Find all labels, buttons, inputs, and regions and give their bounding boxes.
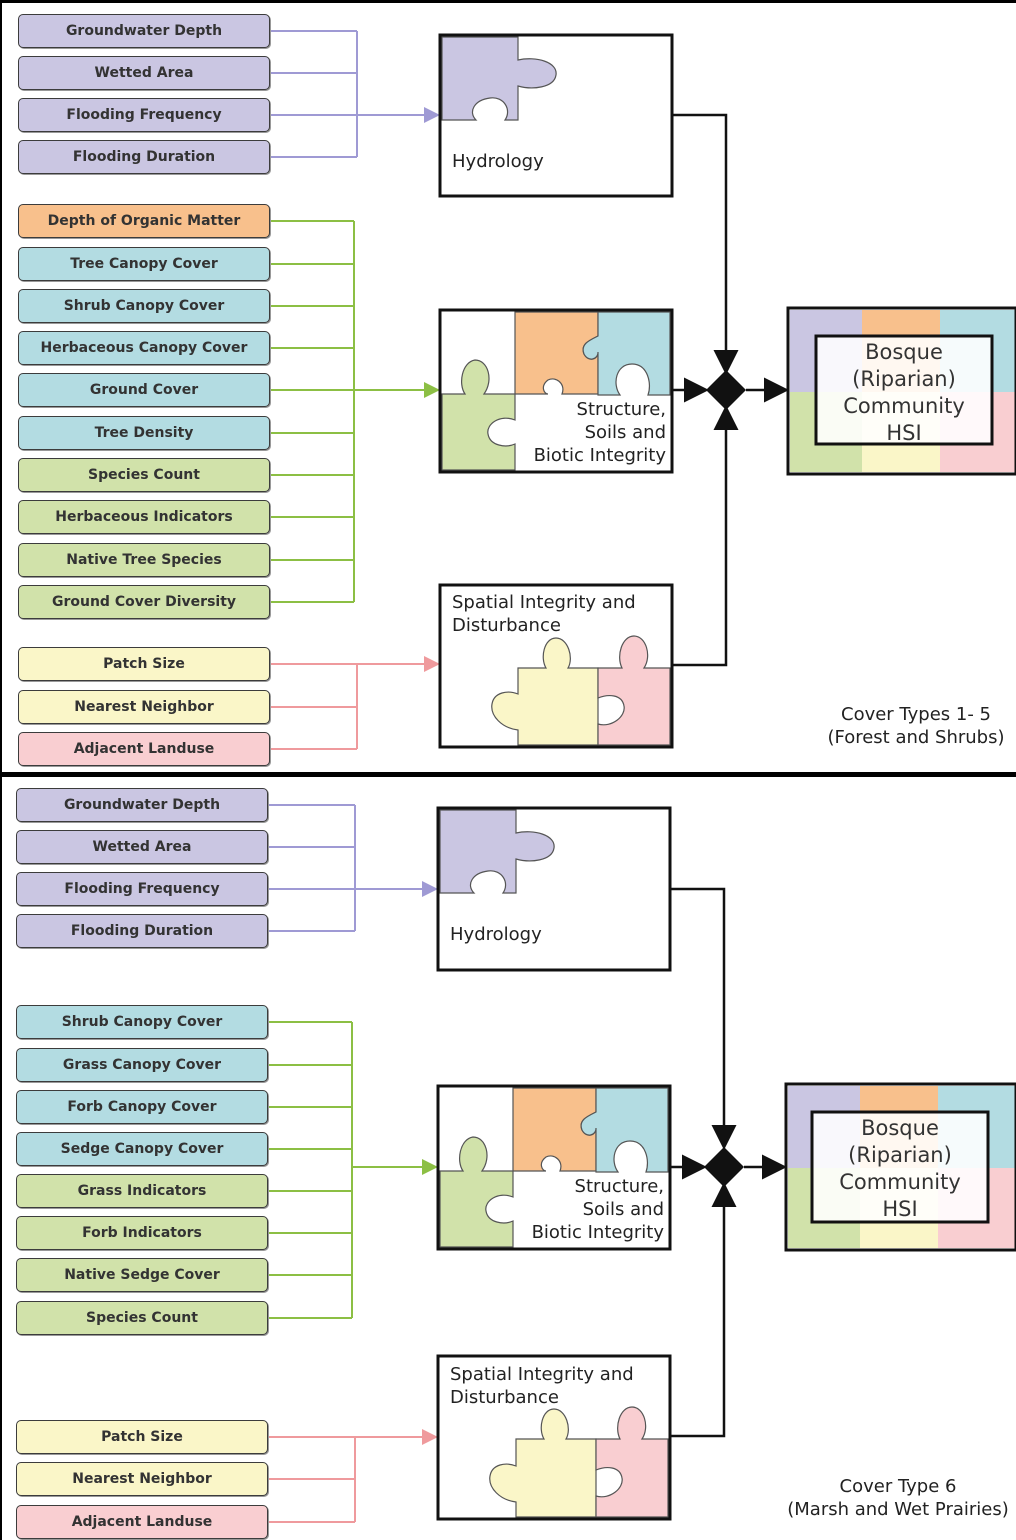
spatial-label: Spatial Integrity and Disturbance [450, 1363, 634, 1409]
indicator-patch-size: Patch Size [16, 1420, 268, 1454]
caption-line: (Forest and Shrubs) [827, 727, 1005, 748]
structure-label-line: Biotic Integrity [533, 445, 666, 466]
indicator-ground-cover: Ground Cover [18, 373, 270, 407]
indicator-nearest-neighbor: Nearest Neighbor [18, 690, 270, 724]
combination-node [704, 1147, 744, 1187]
diagram-marsh-wet-prairies: Groundwater Depth Wetted Area Flooding F… [0, 775, 1016, 1540]
connector-lines [268, 804, 1016, 1523]
structure-label-line: Soils and [584, 422, 666, 443]
indicator-tree-density: Tree Density [18, 416, 270, 450]
hsi-box [786, 306, 1016, 476]
structure-label: Structure, Soils and Biotic Integrity [520, 398, 666, 467]
spatial-label-line: Spatial Integrity and [452, 592, 636, 613]
indicator-species-count: Species Count [18, 458, 270, 492]
hsi-label-line: HSI [882, 1197, 918, 1221]
hydrology-box [438, 33, 674, 198]
spatial-box [436, 1354, 672, 1521]
spatial-box [438, 583, 674, 749]
hydrology-label: Hydrology [452, 151, 544, 172]
structure-label: Structure, Soils and Biotic Integrity [518, 1175, 664, 1244]
hsi-box [784, 1082, 1016, 1252]
structure-box [436, 1084, 672, 1251]
hsi-label-line: HSI [886, 421, 922, 445]
indicator-species-count: Species Count [16, 1301, 268, 1335]
spatial-label-line: Spatial Integrity and [450, 1364, 634, 1385]
hsi-label-line: (Riparian) [848, 1143, 952, 1167]
hsi-label: Bosque (Riparian) Community HSI [812, 1115, 988, 1223]
hsi-label-line: Community [843, 394, 965, 418]
indicator-adjacent-landuse: Adjacent Landuse [18, 732, 270, 766]
structure-label-line: Structure, [574, 1176, 664, 1197]
indicator-flooding-duration: Flooding Duration [16, 914, 268, 948]
indicator-sedge-canopy-cover: Sedge Canopy Cover [16, 1132, 268, 1166]
indicator-shrub-canopy-cover: Shrub Canopy Cover [18, 289, 270, 323]
indicator-wetted-area: Wetted Area [16, 830, 268, 864]
hsi-label: Bosque (Riparian) Community HSI [816, 339, 992, 447]
indicator-groundwater-depth: Groundwater Depth [18, 14, 270, 48]
connector-lines [270, 30, 1016, 750]
indicator-grass-indicators: Grass Indicators [16, 1174, 268, 1208]
indicator-adjacent-landuse: Adjacent Landuse [16, 1505, 268, 1539]
hsi-label-line: Bosque [865, 340, 943, 364]
spatial-label-line: Disturbance [452, 615, 561, 636]
cover-type-caption: Cover Type 6 (Marsh and Wet Prairies) [782, 1475, 1014, 1521]
cover-type-caption: Cover Types 1- 5 (Forest and Shrubs) [818, 703, 1014, 749]
hsi-label-line: Bosque [861, 1116, 939, 1140]
structure-box [438, 308, 674, 474]
hydrology-box [436, 806, 672, 972]
indicator-native-tree-species: Native Tree Species [18, 543, 270, 577]
hsi-label-line: Community [839, 1170, 961, 1194]
indicator-flooding-duration: Flooding Duration [18, 140, 270, 174]
spatial-label-line: Disturbance [450, 1387, 559, 1408]
indicator-depth-of-organic-matter: Depth of Organic Matter [18, 204, 270, 238]
hydrology-label: Hydrology [450, 924, 542, 945]
diagram-forest-shrubs: Groundwater Depth Wetted Area Flooding F… [0, 0, 1016, 775]
indicator-grass-canopy-cover: Grass Canopy Cover [16, 1048, 268, 1082]
indicator-herbaceous-indicators: Herbaceous Indicators [18, 500, 270, 534]
indicator-ground-cover-diversity: Ground Cover Diversity [18, 585, 270, 619]
structure-label-line: Structure, [576, 399, 666, 420]
indicator-wetted-area: Wetted Area [18, 56, 270, 90]
spatial-label: Spatial Integrity and Disturbance [452, 591, 636, 637]
combination-node [706, 370, 746, 410]
indicator-flooding-frequency: Flooding Frequency [16, 872, 268, 906]
caption-line: (Marsh and Wet Prairies) [787, 1499, 1009, 1520]
indicator-forb-canopy-cover: Forb Canopy Cover [16, 1090, 268, 1124]
hsi-label-line: (Riparian) [852, 367, 956, 391]
indicator-tree-canopy-cover: Tree Canopy Cover [18, 247, 270, 281]
caption-line: Cover Types 1- 5 [841, 704, 991, 725]
indicator-patch-size: Patch Size [18, 647, 270, 681]
indicator-forb-indicators: Forb Indicators [16, 1216, 268, 1250]
panel-frame [0, 775, 1016, 1540]
indicator-herbaceous-canopy-cover: Herbaceous Canopy Cover [18, 331, 270, 365]
indicator-groundwater-depth: Groundwater Depth [16, 788, 268, 822]
panel-frame [0, 0, 1016, 775]
structure-label-line: Biotic Integrity [531, 1222, 664, 1243]
indicator-nearest-neighbor: Nearest Neighbor [16, 1462, 268, 1496]
indicator-shrub-canopy-cover: Shrub Canopy Cover [16, 1005, 268, 1039]
indicator-flooding-frequency: Flooding Frequency [18, 98, 270, 132]
structure-label-line: Soils and [582, 1199, 664, 1220]
caption-line: Cover Type 6 [839, 1476, 957, 1497]
indicator-native-sedge-cover: Native Sedge Cover [16, 1258, 268, 1292]
